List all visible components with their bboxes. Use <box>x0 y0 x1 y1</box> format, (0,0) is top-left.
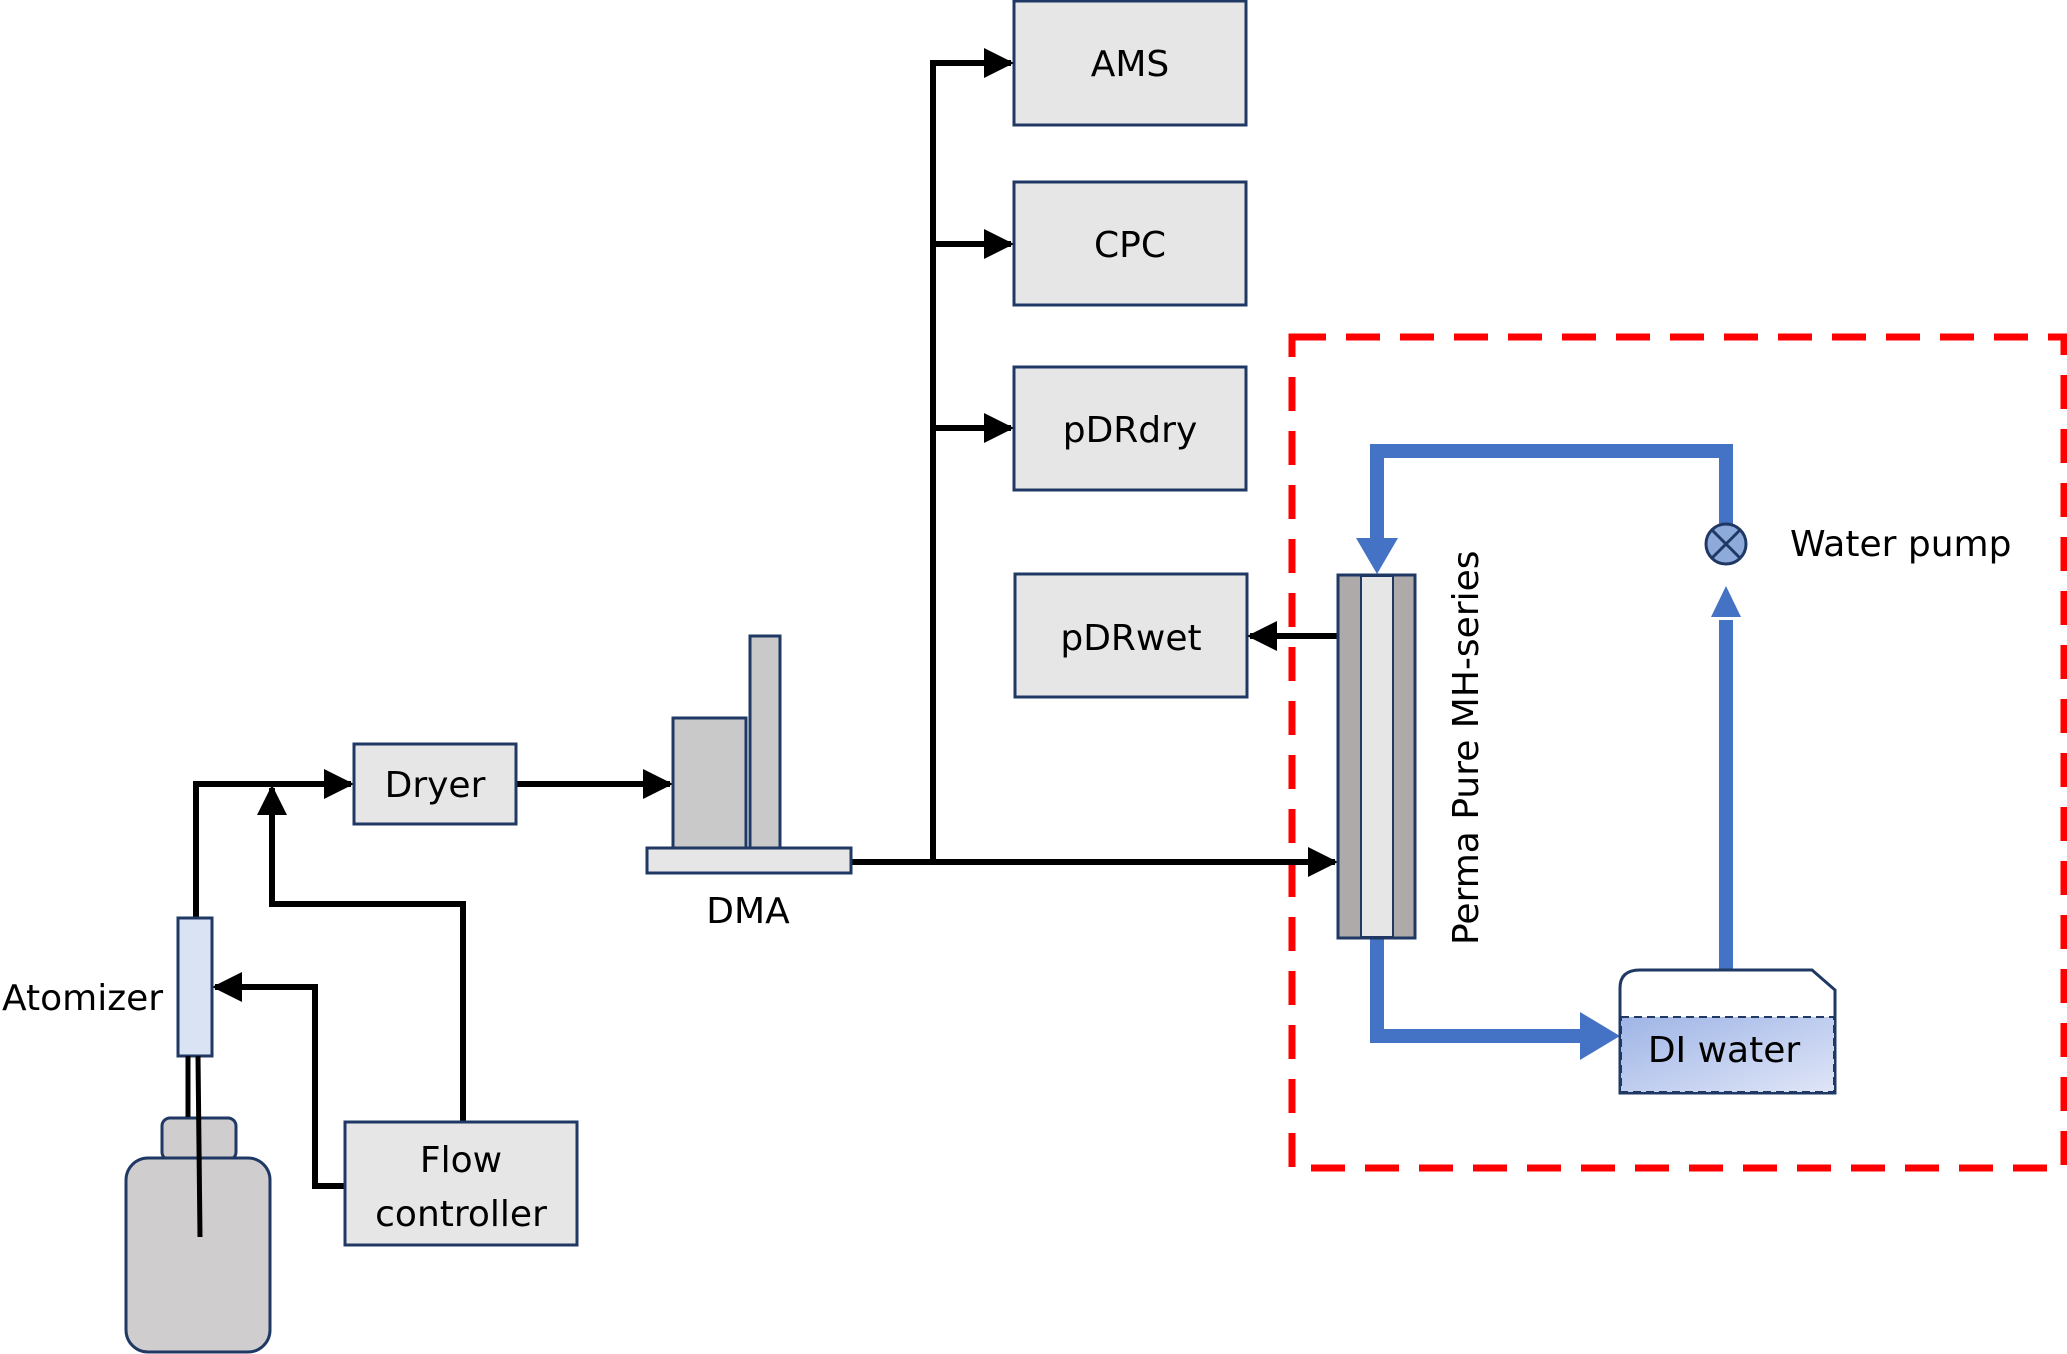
water-supply-line <box>1370 444 1733 545</box>
atomizer[interactable]: Atomizer <box>2 916 214 1058</box>
pdrwet-label: pDRwet <box>1060 618 1201 659</box>
flow-controller-to-dilution-line <box>257 785 466 1122</box>
cpc-box[interactable]: CPC <box>1012 180 1248 307</box>
water-into-pump-arrowhead <box>1711 586 1741 617</box>
humidification-region-outline <box>1288 333 2067 1172</box>
di-water-tank[interactable]: DI water <box>1618 968 1837 1095</box>
cpc-label: CPC <box>1094 225 1166 266</box>
dryer-label: Dryer <box>385 765 486 806</box>
water-into-tank-arrowhead <box>1580 1012 1620 1060</box>
solution-bottle <box>124 1055 272 1354</box>
water-pump-label: Water pump <box>1790 524 2011 565</box>
di-water-label: DI water <box>1648 1030 1801 1071</box>
atomizer-label: Atomizer <box>2 978 163 1019</box>
dma-unit[interactable]: DMA <box>645 634 853 932</box>
flow-controller-label-line1: Flow <box>420 1140 502 1181</box>
perma-pure-humidifier[interactable]: Perma Pure MH-series <box>1336 550 1487 945</box>
dryer-box[interactable]: Dryer <box>352 742 518 826</box>
ams-box[interactable]: AMS <box>1012 0 1248 127</box>
water-return-line <box>1370 938 1582 1043</box>
water-into-perma-arrowhead <box>1356 538 1398 574</box>
pdrdry-label: pDRdry <box>1063 410 1198 451</box>
flow-controller-box[interactable]: Flow controller <box>343 1120 579 1247</box>
flow-controller-to-atomizer-line <box>212 972 345 1189</box>
pdrdry-box[interactable]: pDRdry <box>1012 365 1248 492</box>
water-pump[interactable]: Water pump <box>1704 522 2011 566</box>
perma-pure-label: Perma Pure MH-series <box>1446 550 1487 945</box>
flow-controller-label-line2: controller <box>375 1194 547 1235</box>
dma-label: DMA <box>706 891 790 932</box>
pdrwet-box[interactable]: pDRwet <box>1013 572 1249 699</box>
ams-label: AMS <box>1091 44 1170 85</box>
atomizer-to-dryer-line <box>193 769 354 918</box>
